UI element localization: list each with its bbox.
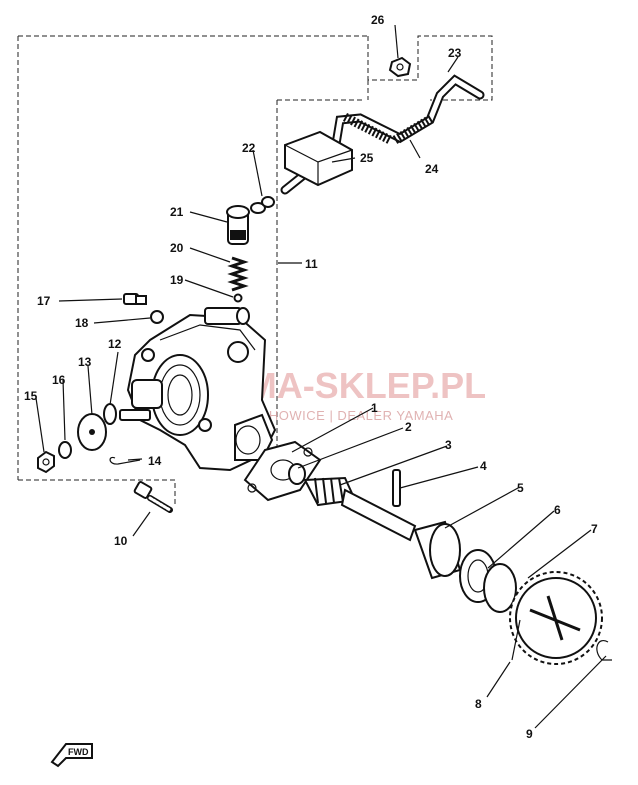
part-26-nut [388, 56, 412, 78]
part-number-labels: 1 2 3 4 5 6 7 8 9 10 11 12 13 14 15 16 1… [24, 13, 598, 741]
part-2-o-ring [288, 463, 306, 485]
callout-23: 23 [448, 46, 462, 60]
fwd-label: FWD [68, 747, 89, 757]
callout-7: 7 [591, 522, 598, 536]
callout-22: 22 [242, 141, 256, 155]
part-25-damper-block [284, 130, 353, 187]
callout-2: 2 [405, 420, 412, 434]
part-13-adjusting-plate [77, 413, 107, 451]
callout-15: 15 [24, 389, 38, 403]
callout-10: 10 [114, 534, 128, 548]
callout-24: 24 [425, 162, 439, 176]
part-4-pin [392, 469, 401, 507]
callout-20: 20 [170, 241, 184, 255]
part-16-washer [58, 441, 72, 459]
callout-21: 21 [170, 205, 184, 219]
part-12-shaft-seal [103, 403, 117, 425]
part-15-nut [37, 450, 55, 474]
callout-19: 19 [170, 273, 184, 287]
leader-lines [35, 24, 607, 729]
fwd-arrow-icon [50, 743, 93, 768]
part-5-collar [413, 520, 462, 580]
callout-1: 1 [371, 401, 378, 415]
fwd-direction-marker: FWD [50, 743, 93, 768]
callout-26: 26 [371, 13, 385, 27]
part-22-banjo-bolt [250, 196, 275, 214]
part-20-spring [227, 256, 249, 292]
oil-delivery-pipe [280, 74, 485, 195]
part-3-drive-gear-shaft [303, 476, 417, 542]
assembly-boundary [17, 35, 493, 505]
part-11-oil-pump-body [119, 307, 277, 472]
callout-14: 14 [148, 454, 162, 468]
part-14-circlip [109, 456, 141, 465]
callout-25: 25 [360, 151, 374, 165]
callout-12: 12 [108, 337, 122, 351]
callout-16: 16 [52, 373, 66, 387]
callout-17: 17 [37, 294, 51, 308]
callout-9: 9 [526, 727, 533, 741]
callout-13: 13 [78, 355, 92, 369]
callout-18: 18 [75, 316, 89, 330]
part-7-thrust-washer [483, 563, 517, 613]
callout-6: 6 [554, 503, 561, 517]
callout-5: 5 [517, 481, 524, 495]
part-21-union-fitting [226, 205, 250, 245]
part-10-bolt [133, 481, 173, 513]
callout-3: 3 [445, 438, 452, 452]
callout-8: 8 [475, 697, 482, 711]
part-18-gasket [150, 310, 164, 324]
callout-4: 4 [480, 459, 487, 473]
part-19-check-ball [233, 293, 243, 303]
callout-11: 11 [305, 257, 318, 271]
part-8-pump-drive-gear [509, 571, 603, 665]
part-17-bleed-screw [123, 293, 147, 305]
